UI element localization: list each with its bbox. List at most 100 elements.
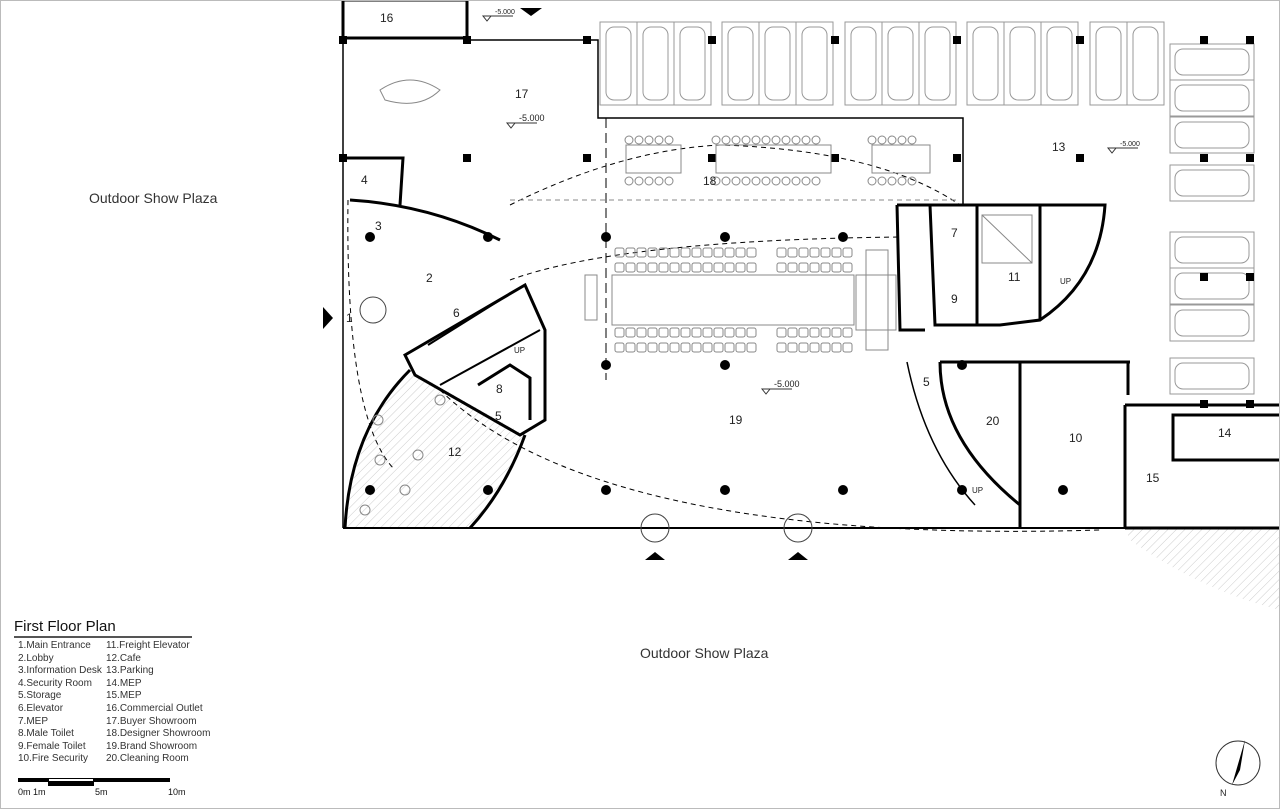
- walls: [341, 0, 1280, 532]
- column: [601, 485, 611, 495]
- parking-bay: [1169, 267, 1255, 305]
- seat: [724, 342, 735, 353]
- cafe-table: [412, 449, 424, 461]
- entrance-arrow-west: [323, 307, 333, 329]
- column: [1058, 485, 1068, 495]
- seat: [842, 342, 853, 353]
- north-arrow-icon: [1232, 740, 1245, 785]
- cafe-table: [372, 414, 384, 426]
- seat: [654, 135, 664, 145]
- parking-bay: [673, 21, 712, 106]
- showroom-furniture: [379, 79, 1033, 351]
- seat: [791, 135, 801, 145]
- scale-label: 0m 1m: [18, 787, 46, 797]
- car-icon: [887, 26, 914, 101]
- exterior-hatch: [1125, 528, 1280, 610]
- seat: [625, 262, 636, 273]
- seat: [614, 327, 625, 338]
- seat: [897, 176, 907, 186]
- seat: [664, 176, 674, 186]
- seat: [751, 135, 761, 145]
- seat: [820, 342, 831, 353]
- parking-bay: [918, 21, 957, 106]
- seat: [658, 327, 669, 338]
- showroom-seating: [359, 135, 917, 516]
- seat: [811, 176, 821, 186]
- seat: [644, 176, 654, 186]
- legend-item: 6.Elevator: [18, 702, 64, 714]
- seat: [680, 327, 691, 338]
- elevation-label: -5.000: [495, 9, 515, 16]
- car-icon: [1132, 26, 1159, 101]
- seat: [724, 247, 735, 258]
- seat: [798, 342, 809, 353]
- seat: [658, 342, 669, 353]
- car-icon: [1174, 309, 1250, 337]
- seat: [691, 342, 702, 353]
- entrance-doors[interactable]: [359, 296, 813, 543]
- parking-bay: [1169, 116, 1255, 154]
- seat: [801, 176, 811, 186]
- seat: [713, 342, 724, 353]
- seat: [624, 176, 634, 186]
- seat: [680, 247, 691, 258]
- column: [1246, 36, 1254, 44]
- seat: [735, 327, 746, 338]
- car-icon: [642, 26, 669, 101]
- entrance-arrow-south-1: [645, 552, 665, 560]
- seat: [713, 247, 724, 258]
- seat: [741, 135, 751, 145]
- column: [601, 232, 611, 242]
- seat: [741, 176, 751, 186]
- plaza-label-south: Outdoor Show Plaza: [640, 645, 769, 661]
- seat: [636, 327, 647, 338]
- elevation-label: -5.000: [1120, 141, 1140, 148]
- car-icon: [1174, 236, 1250, 264]
- seat: [798, 262, 809, 273]
- cafe-table: [374, 454, 386, 466]
- seat: [669, 247, 680, 258]
- column: [483, 485, 493, 495]
- room-number: 7: [951, 226, 958, 240]
- seat: [647, 342, 658, 353]
- seat: [647, 247, 658, 258]
- column: [720, 232, 730, 242]
- legend-item: 4.Security Room: [18, 677, 92, 689]
- seat: [634, 176, 644, 186]
- seat: [842, 247, 853, 258]
- seat: [702, 262, 713, 273]
- column: [708, 36, 716, 44]
- parking-bay: [1169, 164, 1255, 202]
- room-number: 8: [496, 382, 503, 396]
- parking-bay: [795, 21, 834, 106]
- north-arrow: N: [1215, 740, 1261, 798]
- legend-item: 14.MEP: [105, 677, 142, 689]
- seat: [831, 327, 842, 338]
- seat: [907, 176, 917, 186]
- seat: [801, 135, 811, 145]
- parking-bay: [1126, 21, 1165, 106]
- room-number: 19: [729, 413, 743, 427]
- column: [953, 36, 961, 44]
- column: [838, 232, 848, 242]
- seat: [713, 262, 724, 273]
- seat: [820, 327, 831, 338]
- scale-label: 5m: [95, 787, 108, 797]
- seat: [625, 327, 636, 338]
- seat: [811, 135, 821, 145]
- elevation-marks: -5.000-5.000-5.000-5.000: [481, 9, 1140, 395]
- seat: [721, 135, 731, 145]
- room-number: 9: [951, 292, 958, 306]
- legend-item: 5.Storage: [18, 690, 62, 702]
- seat: [625, 342, 636, 353]
- seat: [654, 176, 664, 186]
- car-icon: [850, 26, 877, 101]
- column: [838, 485, 848, 495]
- car-icon: [1174, 121, 1250, 149]
- seat: [735, 247, 746, 258]
- seat: [809, 327, 820, 338]
- elevation-marker-icon: [1106, 147, 1118, 154]
